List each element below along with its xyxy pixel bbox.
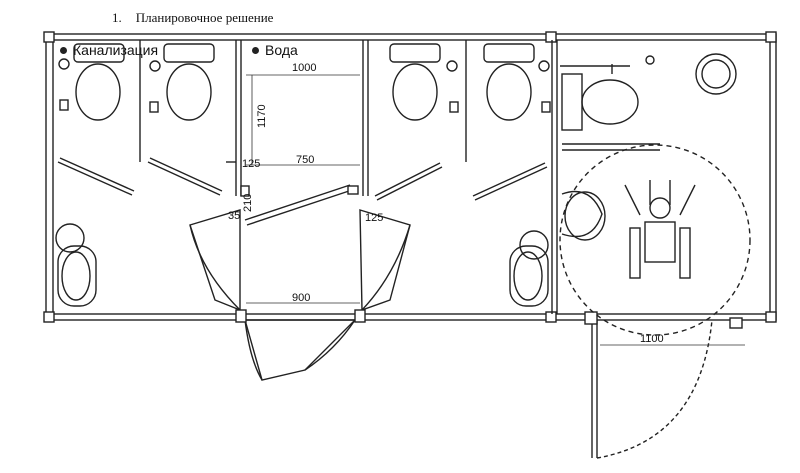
wheelchair-icon bbox=[624, 180, 696, 279]
legend-water: Вода bbox=[252, 42, 298, 58]
dim-35: 35 bbox=[228, 210, 241, 222]
turning-circle bbox=[559, 144, 751, 336]
accessible-room-door bbox=[584, 311, 743, 459]
water-marker-icon bbox=[252, 46, 259, 54]
dim-900: 900 bbox=[292, 292, 311, 304]
vestibule-door bbox=[240, 184, 359, 226]
title-number: 1. bbox=[112, 10, 122, 25]
accessible-fixtures bbox=[560, 53, 737, 241]
dim-125-left: 125 bbox=[242, 158, 261, 170]
dim-1170: 1170 bbox=[256, 104, 268, 128]
legend-sewer: Канализация bbox=[60, 42, 158, 58]
legend-sewer-label: Канализация bbox=[73, 42, 159, 58]
dim-210: 210 bbox=[242, 193, 254, 212]
dim-1100: 1100 bbox=[640, 333, 664, 345]
partitions bbox=[139, 40, 558, 314]
corner-blocks bbox=[43, 31, 777, 323]
title-text: Планировочное решение bbox=[135, 10, 274, 25]
sinks bbox=[55, 223, 549, 307]
dim-125-right: 125 bbox=[365, 212, 384, 224]
dimension-lines bbox=[246, 74, 745, 346]
sewer-marker-icon bbox=[60, 46, 67, 54]
toilets-right bbox=[389, 43, 551, 121]
dim-750: 750 bbox=[296, 154, 315, 166]
cubicle-doors-left bbox=[57, 157, 223, 196]
toilets-left bbox=[58, 43, 215, 121]
entrance-doors bbox=[189, 209, 411, 381]
cubicle-doors-right bbox=[374, 162, 548, 201]
plan-title: 1. Планировочное решение bbox=[112, 10, 273, 26]
outer-wall bbox=[45, 33, 777, 321]
legend-water-label: Вода bbox=[265, 42, 298, 58]
dim-1000: 1000 bbox=[292, 62, 317, 74]
